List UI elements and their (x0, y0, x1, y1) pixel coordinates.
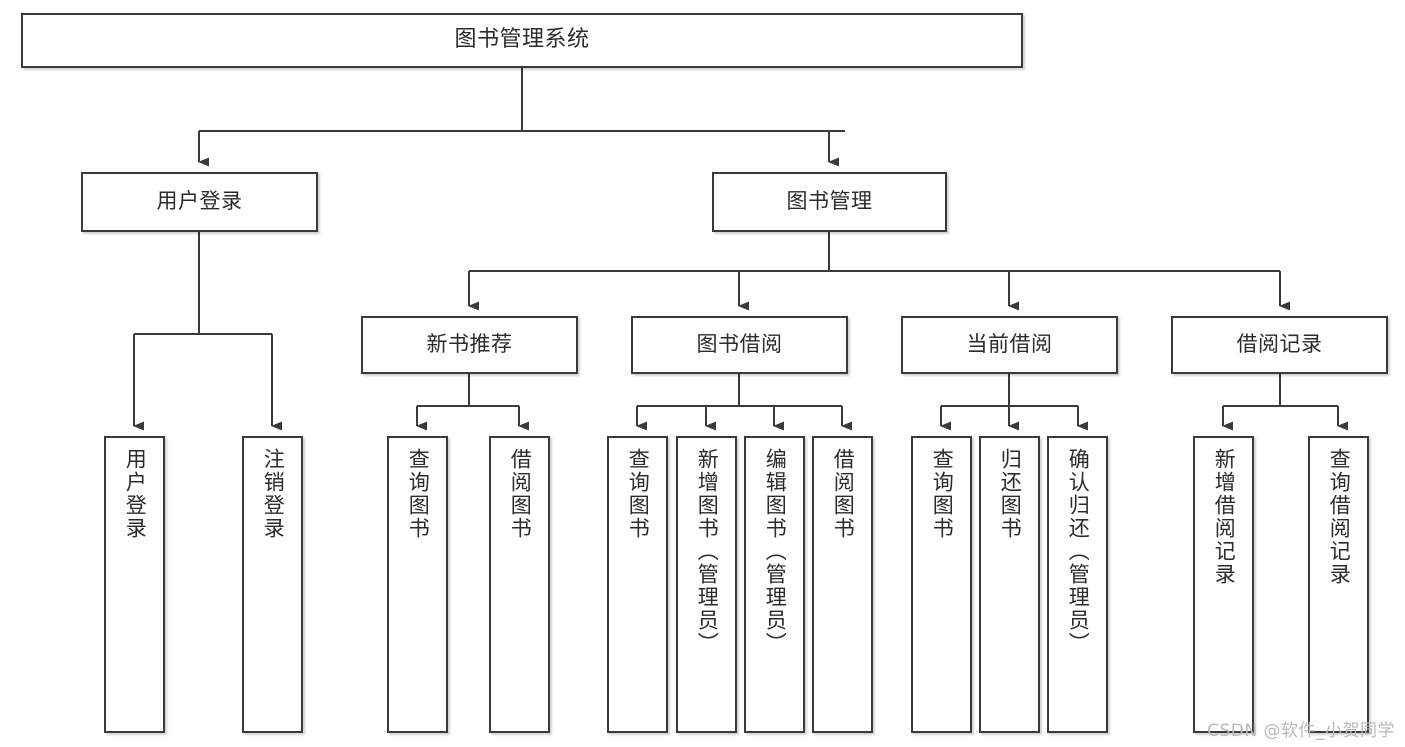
node-label: 借阅记录 (1236, 332, 1323, 357)
node-label: 查询图书 (626, 448, 651, 540)
node-user-login[interactable]: 用户登录 (81, 172, 318, 232)
node-label: 查询图书 (930, 448, 955, 540)
node-leaf-borrow-query-book[interactable]: 查询图书 (607, 436, 668, 733)
node-leaf-borrow-borrow-book[interactable]: 借阅图书 (812, 436, 873, 733)
node-current-borrow[interactable]: 当前借阅 (901, 316, 1118, 374)
node-label: 当前借阅 (966, 332, 1053, 357)
node-label: 图书管理 (786, 189, 873, 214)
node-leaf-recommend-borrow-book[interactable]: 借阅图书 (489, 436, 550, 733)
node-label: 借阅图书 (508, 448, 533, 540)
node-label: 新增图书（管理员） (695, 448, 720, 655)
node-leaf-current-query-book[interactable]: 查询图书 (911, 436, 972, 733)
node-label: 编辑图书（管理员） (763, 448, 788, 655)
node-book-borrow[interactable]: 图书借阅 (631, 316, 848, 374)
node-label: 归还图书 (998, 448, 1023, 540)
node-label: 用户登录 (123, 448, 148, 540)
node-label: 新书推荐 (426, 332, 513, 357)
node-borrow-record[interactable]: 借阅记录 (1171, 316, 1388, 374)
node-leaf-record-query-record[interactable]: 查询借阅记录 (1308, 436, 1369, 733)
node-label: 借阅图书 (831, 448, 856, 540)
node-label: 新增借阅记录 (1212, 448, 1237, 586)
node-leaf-recommend-query-book[interactable]: 查询图书 (387, 436, 448, 733)
node-leaf-current-confirm-return-admin[interactable]: 确认归还（管理员） (1047, 436, 1108, 733)
node-leaf-record-add-record[interactable]: 新增借阅记录 (1193, 436, 1254, 733)
node-leaf-user-login-logout[interactable]: 注销登录 (242, 436, 303, 733)
node-leaf-borrow-edit-book-admin[interactable]: 编辑图书（管理员） (744, 436, 805, 733)
node-label: 查询图书 (406, 448, 431, 540)
node-label: 注销登录 (261, 448, 286, 540)
node-new-book-recommend[interactable]: 新书推荐 (361, 316, 578, 374)
node-label: 查询借阅记录 (1327, 448, 1352, 586)
node-label: 图书管理系统 (454, 27, 590, 53)
node-leaf-borrow-add-book-admin[interactable]: 新增图书（管理员） (676, 436, 737, 733)
node-leaf-current-return-book[interactable]: 归还图书 (979, 436, 1040, 733)
node-label: 用户登录 (156, 189, 243, 214)
watermark-text: CSDN @软件_小贺同学 (1207, 721, 1395, 741)
node-root-book-management-system[interactable]: 图书管理系统 (21, 13, 1023, 68)
node-book-management[interactable]: 图书管理 (712, 172, 947, 232)
node-leaf-user-login-login[interactable]: 用户登录 (104, 436, 165, 733)
node-label: 确认归还（管理员） (1066, 448, 1091, 655)
node-label: 图书借阅 (696, 332, 783, 357)
